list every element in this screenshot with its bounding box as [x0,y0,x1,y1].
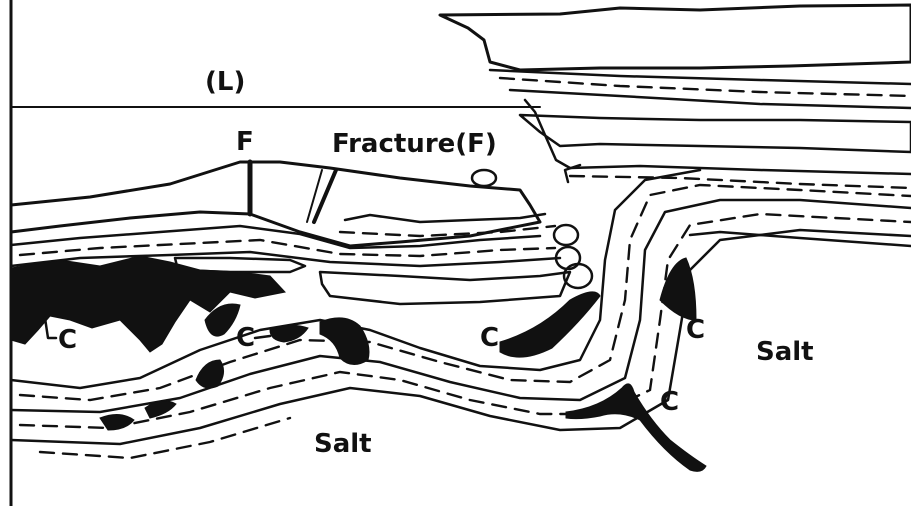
label-fracture-f: F [236,127,254,157]
label-c-1: C [58,325,77,355]
label-c-4: C [686,315,705,345]
label-salt-bottom: Salt [314,429,372,459]
mineral-body-3 [196,360,224,388]
label-level: (L) [205,67,245,97]
boulder [472,170,496,186]
label-salt-right: Salt [756,337,814,367]
mineral-body-9 [660,258,696,320]
mineral-body-4 [270,325,308,342]
contact-boulders [554,225,592,288]
mineral-body-7 [100,414,134,430]
label-c-3: C [480,323,499,353]
label-c-2: C [236,323,255,353]
label-fracture: Fracture(F) [332,129,497,159]
fracture-line-2 [314,170,336,222]
label-c-5: C [660,387,679,417]
upper-right-block [440,5,911,188]
